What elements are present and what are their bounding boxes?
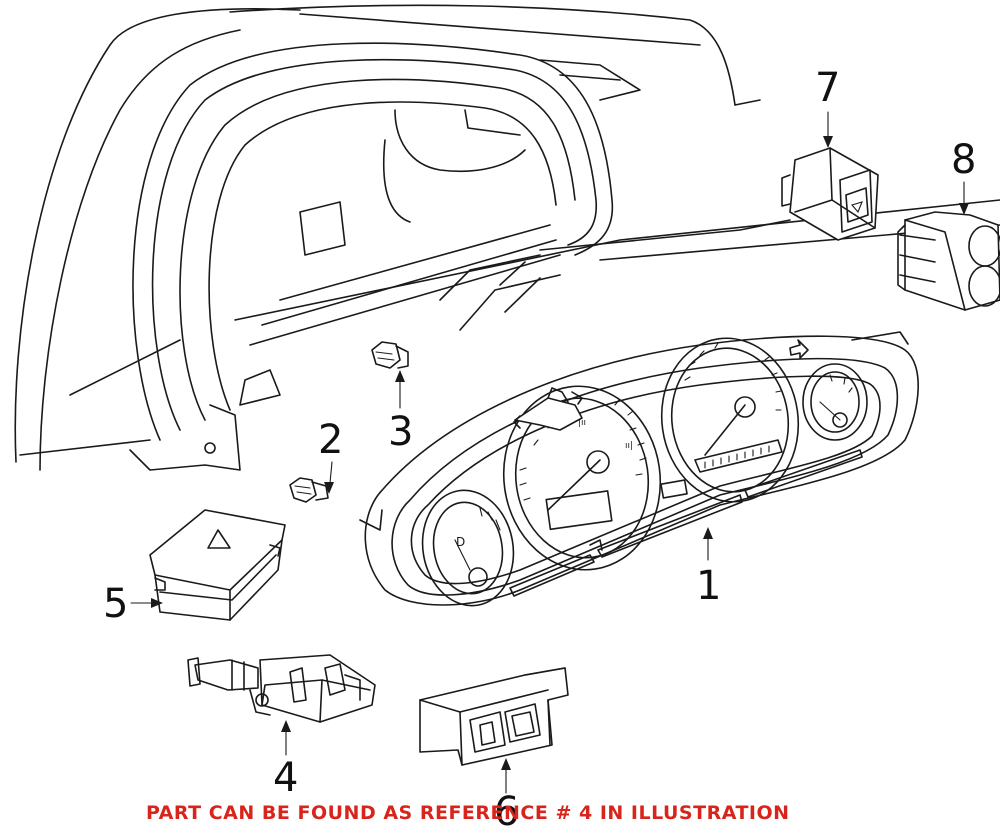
part-6-window-switch (419, 667, 569, 766)
callout-1: 1 (696, 563, 722, 609)
part-8-switch (897, 211, 1000, 311)
part-5-hazard-switch (149, 509, 286, 621)
instrument-hood (129, 42, 641, 471)
part-2-bulb-socket (289, 477, 329, 503)
callout-8: 8 (951, 137, 977, 183)
callout-6: 6 (494, 789, 520, 833)
callout-5: 5 (103, 581, 129, 627)
part-1-instrument-cluster: D |ıı ıı| (359, 331, 919, 607)
part-7-switch (781, 147, 879, 241)
callout-7: 7 (815, 65, 841, 111)
reference-footnote: PART CAN BE FOUND AS REFERENCE # 4 IN IL… (146, 802, 790, 824)
part-4-sensor (187, 654, 376, 723)
dashboard-outline (14, 4, 1000, 471)
part-3-bulb-socket (371, 341, 409, 369)
svg-text:|ıı: |ıı (578, 418, 586, 428)
callout-3: 3 (388, 409, 414, 455)
svg-text:ıı|: ıı| (625, 441, 633, 451)
leader-arrows (130, 111, 969, 794)
callout-4: 4 (273, 755, 299, 801)
svg-text:D: D (456, 535, 465, 549)
callout-2: 2 (318, 417, 344, 463)
